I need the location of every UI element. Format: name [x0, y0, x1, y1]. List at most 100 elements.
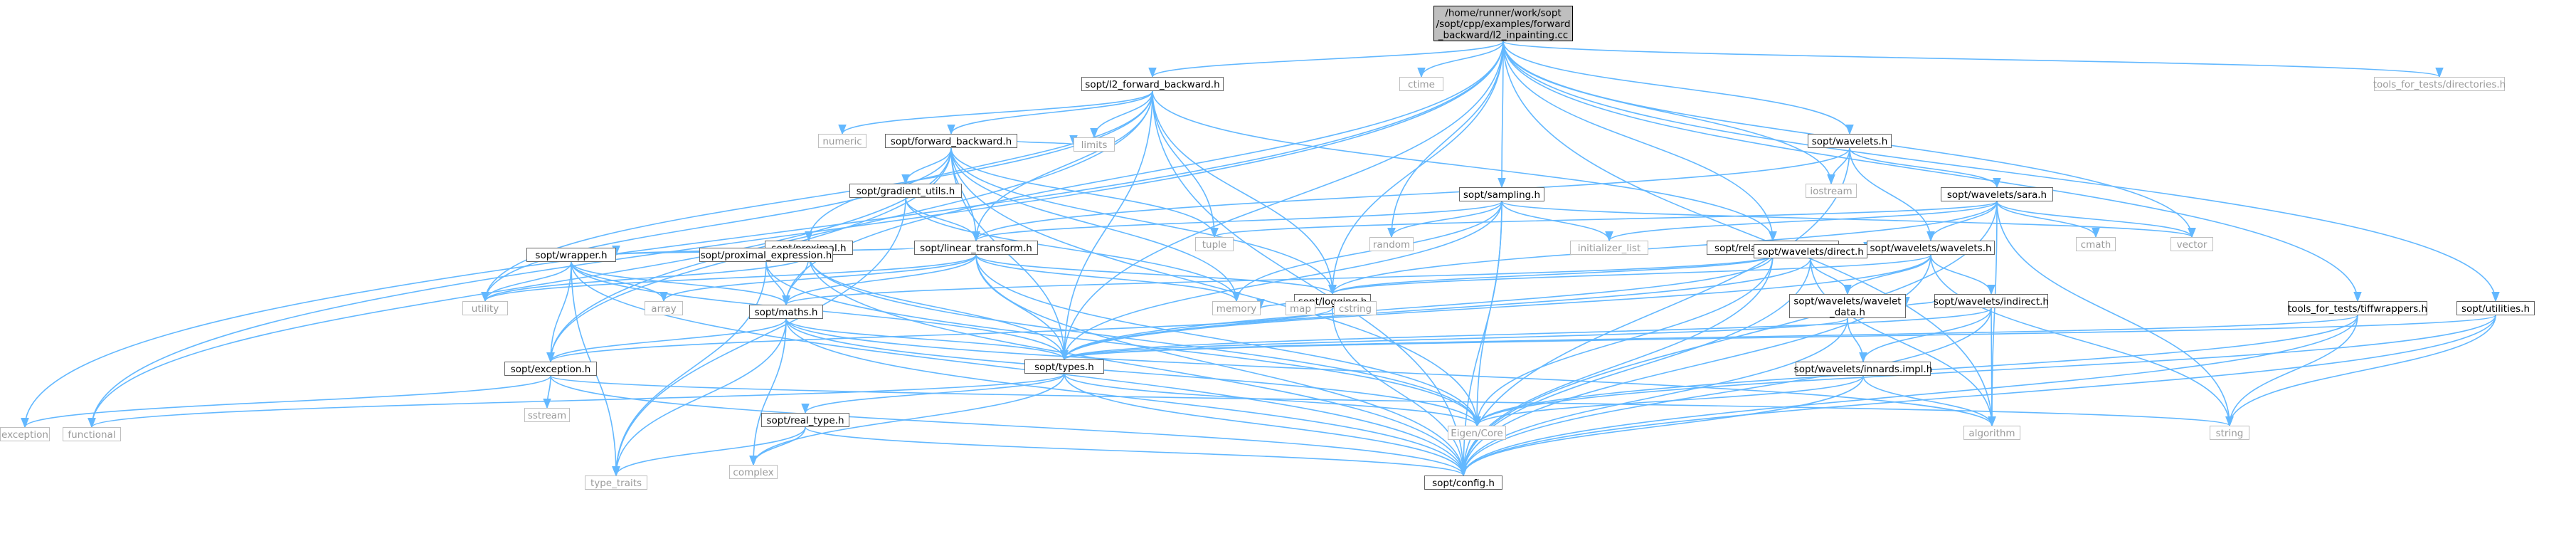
node-label: sopt/linear_transform.h — [920, 243, 1032, 254]
edge-util_h-to-types_h — [1061, 315, 2496, 361]
edge-util_h-to-eigen — [1473, 315, 2496, 427]
edge-exception_h-to-config_h — [550, 375, 1468, 477]
node-sampling-h[interactable]: sopt/sampling.h — [1459, 187, 1544, 201]
node-indirect-h[interactable]: sopt/wavelets/indirect.h — [1934, 294, 2049, 308]
node-label: map — [1290, 303, 1311, 315]
node-box — [1459, 187, 1544, 201]
node-box — [645, 301, 683, 315]
edge-linear_h-to-maths_h — [782, 254, 977, 306]
edge-maths_h-to-algorithm — [785, 318, 1996, 427]
node-label: sopt/forward_backward.h — [891, 136, 1012, 147]
node-box — [0, 427, 50, 441]
node-label: array — [651, 303, 676, 315]
edge-realtype_h-to-complex — [749, 426, 806, 466]
node-algorithm: algorithm — [1963, 426, 2020, 440]
edge-sampling_h-to-memory — [1232, 201, 1502, 303]
edge-wavelets_h-to-iostream — [1827, 147, 1850, 185]
edge-forward_backward_h-to-logging_h — [950, 147, 1337, 295]
edge-layer — [21, 41, 2500, 477]
node-sara-h[interactable]: sopt/wavelets/sara.h — [1941, 187, 2053, 201]
node-gradient-h[interactable]: sopt/gradient_utils.h — [849, 184, 962, 198]
edge-sara_h-to-logging_h — [1328, 201, 1998, 295]
node-types-h[interactable]: sopt/types.h — [1024, 359, 1104, 374]
node-forward-backward-h[interactable]: sopt/forward_backward.h — [885, 134, 1017, 148]
edge-direct_h-to-types_h — [1060, 258, 1811, 361]
edge-indirect_h-to-config_h — [1459, 308, 1992, 477]
node-config-h[interactable]: sopt/config.h — [1424, 475, 1502, 490]
edge-sara_h-to-tuple — [1210, 201, 1998, 238]
edge-fb_h-to-forward_backward_h — [947, 90, 1153, 135]
edge-forward_backward_h-to-gradient_h — [901, 147, 952, 185]
node-maths-h[interactable]: sopt/maths.h — [749, 305, 823, 319]
node-box — [1570, 241, 1648, 255]
node-label: _data.h — [1829, 307, 1865, 318]
node-label: /home/runner/work/sopt — [1445, 8, 1561, 19]
edge-sampling_h-to-vector — [1501, 201, 2196, 238]
node-label: /sopt/cpp/examples/forward — [1436, 19, 1571, 30]
node-label: tuple — [1202, 239, 1226, 251]
node-tiff-h[interactable]: tools_for_tests/tiffwrappers.h — [2288, 301, 2427, 315]
node-label: sopt/maths.h — [755, 307, 818, 318]
node-root: /home/runner/work/sopt/sopt/cpp/examples… — [1433, 6, 1573, 41]
node-label: exception — [1, 429, 48, 441]
edge-sara_h-to-cmath — [1996, 201, 2100, 238]
edge-fb_h-to-config_h — [1152, 90, 1468, 477]
edge-root-to-logging_h — [1328, 41, 1504, 295]
edge-direct_h-to-algorithm — [1810, 258, 1996, 427]
edge-sara_h-to-initlist — [1605, 201, 1998, 242]
node-label: sopt/l2_forward_backward.h — [1085, 79, 1219, 90]
node-proxexpr-h[interactable]: sopt/proximal_expression.h — [699, 248, 833, 262]
node-label: sopt/wavelets/wavelets.h — [1870, 243, 1991, 254]
node-label: tools_for_tests/tiffwrappers.h — [2288, 303, 2427, 315]
node-realtype-h[interactable]: sopt/real_type.h — [761, 413, 849, 427]
edge-root-to-random — [1387, 41, 1504, 238]
edge-fb_h-to-logging_h — [1152, 90, 1337, 295]
edge-root-to-algorithm — [1502, 41, 1996, 427]
edge-exception_h-to-exception — [21, 375, 551, 429]
node-box — [885, 134, 1017, 148]
node-fb-h[interactable]: sopt/l2_forward_backward.h — [1081, 77, 1224, 91]
edge-sampling_h-to-linear_h — [972, 201, 1502, 242]
edge-maths_h-to-complex — [749, 318, 787, 466]
edge-root-to-relvar_h — [1502, 41, 1777, 242]
edge-gradient_h-to-typetraits — [612, 197, 906, 477]
edge-types_h-to-eigen — [1064, 373, 1481, 427]
node-numeric: numeric — [818, 134, 866, 148]
node-wwav-h[interactable]: sopt/wavelets/wavelets.h — [1867, 241, 1995, 255]
edge-wrapper_h-to-exception_h — [546, 261, 572, 363]
node-wrapper-h[interactable]: sopt/wrapper.h — [526, 248, 616, 262]
edge-tiff_h-to-string — [2225, 315, 2358, 427]
node-cstring: cstring — [1334, 301, 1377, 315]
node-limits: limits — [1074, 137, 1115, 152]
edge-util_h-to-config_h — [1459, 315, 2496, 477]
edge-wavelets_h-to-linear_h — [972, 147, 1850, 242]
edge-relvar_h-to-logging_h — [1328, 254, 1774, 295]
edge-fb_h-to-tuple — [1152, 90, 1219, 238]
node-complex: complex — [729, 465, 778, 479]
node-wdata-h[interactable]: sopt/wavelets/wavelet_data.h — [1789, 294, 1906, 318]
node-linear-h[interactable]: sopt/linear_transform.h — [914, 241, 1038, 255]
edge-wdata_h-to-config_h — [1459, 317, 1848, 477]
node-box — [2374, 77, 2505, 91]
node-exception-h[interactable]: sopt/exception.h — [504, 362, 597, 376]
node-box — [849, 184, 962, 198]
node-direct-h[interactable]: sopt/wavelets/direct.h — [1754, 244, 1867, 258]
edge-root-to-ctime — [1417, 41, 1504, 78]
node-innards-h[interactable]: sopt/wavelets/innards.impl.h — [1794, 362, 1933, 376]
node-util-h[interactable]: sopt/utilities.h — [2456, 301, 2535, 315]
edge-proximal_h-to-eigen — [808, 254, 1481, 427]
node-box — [2456, 301, 2535, 315]
node-wavelets-h[interactable]: sopt/wavelets.h — [1808, 134, 1892, 148]
node-random: random — [1369, 237, 1414, 251]
edge-fb_h-to-proximal_h — [805, 90, 1153, 242]
edge-types_h-to-functional — [88, 373, 1065, 429]
edge-root-to-dirs_h — [1502, 41, 2444, 78]
node-label: sopt/wavelets/wavelet — [1793, 295, 1901, 307]
edge-linear_h-to-config_h — [975, 254, 1468, 477]
node-box — [1448, 426, 1506, 440]
edge-fb_h-to-utility — [481, 90, 1153, 303]
edge-wwav_h-to-logging_h — [1328, 254, 1931, 295]
edge-wwav_h-to-wdata_h — [1843, 254, 1931, 295]
node-box — [1808, 134, 1892, 148]
